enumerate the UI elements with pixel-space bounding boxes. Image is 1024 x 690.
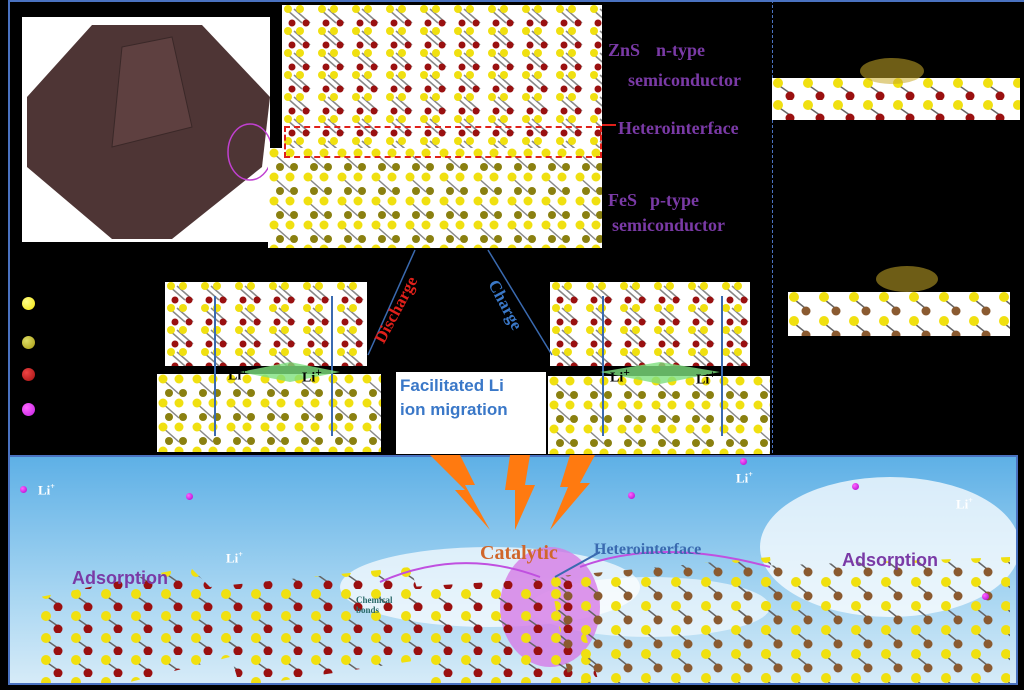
panel-border-left xyxy=(8,0,10,458)
zns-adsorption-structure xyxy=(772,78,1020,120)
li-sup: + xyxy=(709,368,716,381)
heterointerface-box xyxy=(284,126,602,158)
particle-icon xyxy=(27,25,270,239)
li-ion-dot xyxy=(982,593,989,600)
heterointerface-bottom-label: Heterointerface xyxy=(594,541,702,558)
lightning-bolts-icon xyxy=(430,455,595,530)
li-text: Li xyxy=(38,482,51,498)
adsorption-left-label: Adsorption xyxy=(72,568,168,588)
discharge-zns-structure xyxy=(165,282,367,366)
li-sup: + xyxy=(315,366,322,379)
facilitated-li-line2: ion migration xyxy=(400,400,508,419)
li-label-3: Li+ xyxy=(610,366,630,387)
fes-structure xyxy=(268,148,602,248)
li-ion-dot xyxy=(186,493,193,500)
li-label-4: Li+ xyxy=(696,368,716,389)
fes-label: FeS xyxy=(608,190,637,210)
legend-fe-atom-icon xyxy=(22,336,35,349)
li-ion-dot xyxy=(740,458,747,465)
li-sup: + xyxy=(50,482,55,491)
li-label-bottom-2: Li+ xyxy=(226,550,243,566)
li-label-2: Li+ xyxy=(302,366,322,387)
li-label-bottom-1: Li+ xyxy=(38,482,55,498)
li-text: Li xyxy=(956,496,969,512)
fes-adsorption-structure xyxy=(788,292,1010,336)
zns-semiconductor: semiconductor xyxy=(628,70,741,90)
bottom-panel xyxy=(8,455,1018,685)
li-sup: + xyxy=(238,550,243,559)
discharge-fes-structure xyxy=(157,374,381,452)
chemical-bonds-line1: Chemical xyxy=(356,595,393,605)
panel-divider-dashed xyxy=(772,0,773,458)
li-ion-dot xyxy=(852,483,859,490)
li-text: Li xyxy=(610,370,624,386)
chemical-bonds-line2: bonds xyxy=(356,605,380,615)
chemical-bonds-label: Chemical bonds xyxy=(356,595,393,615)
li-sup: + xyxy=(241,364,248,377)
li-label-bottom-3: Li+ xyxy=(736,470,753,486)
legend-zn-atom-icon xyxy=(22,368,35,381)
charge-zns-structure xyxy=(550,282,750,366)
adsorbed-molecule-top xyxy=(860,58,924,84)
li-label-bottom-4: Li+ xyxy=(956,496,973,512)
adsorbed-molecule-mid xyxy=(876,266,938,292)
facilitated-li-line1: Facilitated Li xyxy=(400,376,504,395)
li-ion-dot xyxy=(628,492,635,499)
legend-s-atom-icon xyxy=(22,297,35,310)
li-label-1: Li+ xyxy=(228,364,248,385)
heterointerface-label: Heterointerface xyxy=(618,118,739,138)
li-sup: + xyxy=(968,496,973,505)
legend-li-atom-icon xyxy=(22,403,35,416)
adsorption-right-label: Adsorption xyxy=(842,550,938,570)
zns-label: ZnS xyxy=(608,40,641,60)
catalytic-label: Catalytic xyxy=(480,542,558,564)
li-text: Li xyxy=(226,550,239,566)
panel-border-top xyxy=(8,0,1024,2)
li-sup: + xyxy=(748,470,753,479)
li-ion-dot xyxy=(20,486,27,493)
li-sup: + xyxy=(623,366,630,379)
charge-fes-structure xyxy=(548,376,770,454)
li-text: Li xyxy=(696,372,710,388)
facilitated-li-box: Facilitated Li ion migration xyxy=(396,372,546,454)
li-text: Li xyxy=(302,370,316,386)
li-text: Li xyxy=(228,368,242,384)
particle-image xyxy=(22,17,270,242)
zns-structure xyxy=(282,5,602,148)
fes-type: p-type xyxy=(650,190,699,210)
heterointerface-arrow xyxy=(602,124,616,126)
migration-arrows xyxy=(214,249,723,436)
zns-type: n-type xyxy=(656,40,705,60)
li-text: Li xyxy=(736,470,749,486)
fes-semiconductor: semiconductor xyxy=(612,215,725,235)
